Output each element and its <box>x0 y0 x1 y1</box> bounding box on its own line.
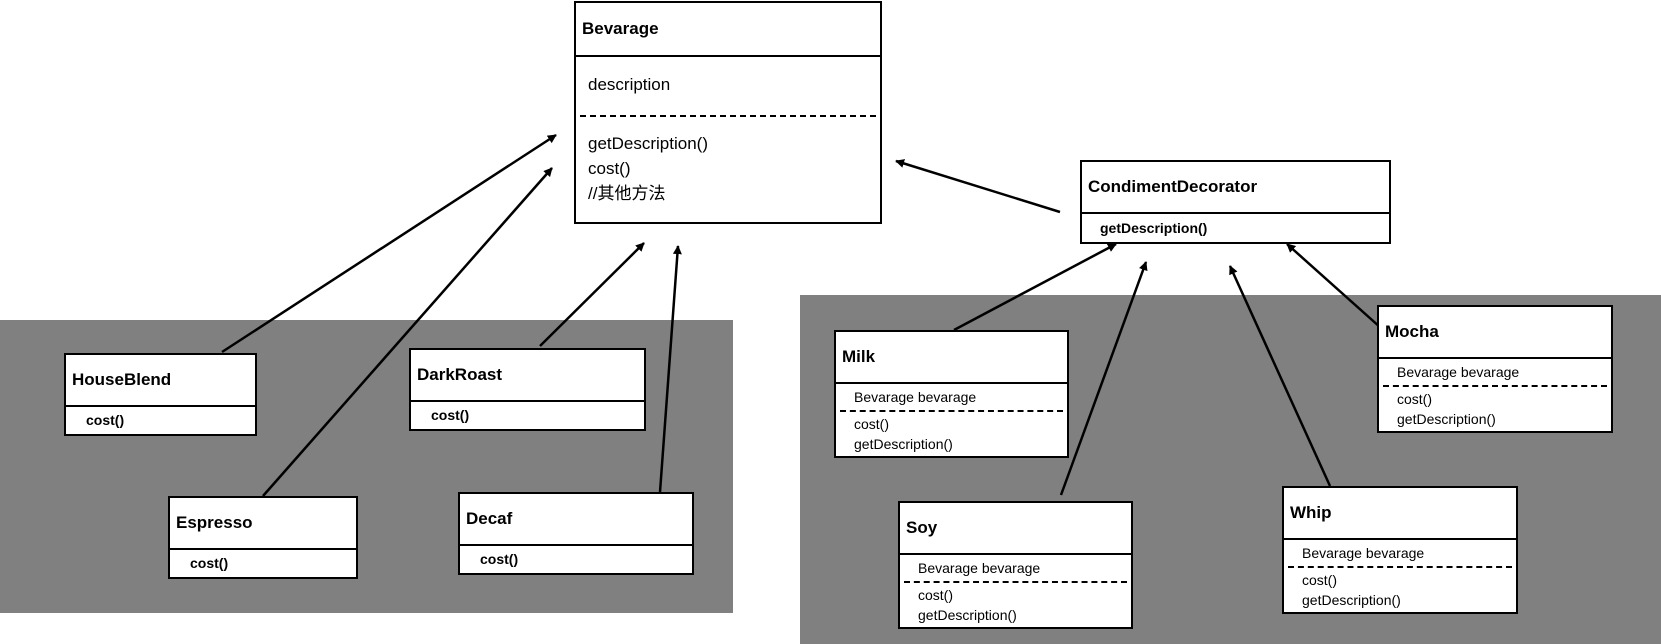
bevarage-class-name: Bevarage <box>576 3 880 57</box>
whip-method: cost() <box>1302 572 1337 588</box>
houseblend-method: cost() <box>86 412 125 428</box>
whip-method: getDescription() <box>1302 592 1401 608</box>
soy-divider <box>904 581 1127 583</box>
whip-class-name: Whip <box>1284 488 1516 540</box>
mocha-class: Mocha Bevarage bevarage cost() getDescri… <box>1377 305 1613 433</box>
arrow-espresso-to-bevarage <box>262 167 553 497</box>
bevarage-method: getDescription() <box>588 134 708 153</box>
decaf-method: cost() <box>480 551 519 567</box>
soy-class-name: Soy <box>900 503 1131 555</box>
milk-divider <box>840 410 1063 412</box>
milk-class: Milk Bevarage bevarage cost() getDescrip… <box>834 330 1069 458</box>
milk-class-name: Milk <box>836 332 1067 384</box>
condiment-decorator-class: CondimentDecorator getDescription() <box>1080 160 1391 244</box>
milk-field: Bevarage bevarage <box>854 389 977 405</box>
mocha-method: getDescription() <box>1397 411 1496 427</box>
espresso-method: cost() <box>190 555 229 571</box>
bevarage-methods: getDescription() cost() //其他方法 <box>576 117 880 206</box>
soy-method: getDescription() <box>918 607 1017 623</box>
arrow-milk-to-decorator <box>953 242 1117 332</box>
whip-divider <box>1288 566 1512 568</box>
bevarage-divider <box>580 115 876 117</box>
decaf-class: Decaf cost() <box>458 492 694 575</box>
houseblend-class: HouseBlend cost() <box>64 353 257 436</box>
soy-method: cost() <box>918 587 953 603</box>
milk-methods: cost() getDescription() <box>836 412 1067 454</box>
soy-methods: cost() getDescription() <box>900 583 1131 625</box>
arrow-darkroast-to-bevarage <box>539 242 645 347</box>
soy-field: Bevarage bevarage <box>918 560 1041 576</box>
milk-method: getDescription() <box>854 436 953 452</box>
darkroast-class-name: DarkRoast <box>411 350 644 402</box>
mocha-method: cost() <box>1397 391 1432 407</box>
decaf-class-name: Decaf <box>460 494 692 546</box>
darkroast-class: DarkRoast cost() <box>409 348 646 431</box>
whip-field: Bevarage bevarage <box>1302 545 1425 561</box>
arrow-soy-to-decorator <box>1059 261 1148 496</box>
whip-class: Whip Bevarage bevarage cost() getDescrip… <box>1282 486 1518 614</box>
houseblend-class-name: HouseBlend <box>66 355 255 407</box>
arrow-houseblend-to-bevarage <box>221 133 557 354</box>
whip-methods: cost() getDescription() <box>1284 568 1516 610</box>
espresso-class: Espresso cost() <box>168 496 358 579</box>
soy-class: Soy Bevarage bevarage cost() getDescript… <box>898 501 1133 629</box>
mocha-class-name: Mocha <box>1379 307 1611 359</box>
mocha-field: Bevarage bevarage <box>1397 364 1520 380</box>
arrow-decorator-to-bevarage <box>895 159 1061 214</box>
bevarage-method: cost() <box>588 159 631 178</box>
condiment-decorator-class-name: CondimentDecorator <box>1082 162 1389 214</box>
arrow-whip-to-decorator <box>1228 265 1332 487</box>
milk-method: cost() <box>854 416 889 432</box>
arrow-decaf-to-bevarage <box>658 245 682 493</box>
mocha-divider <box>1383 385 1607 387</box>
condiment-decorator-method: getDescription() <box>1100 220 1208 236</box>
bevarage-method: //其他方法 <box>588 184 666 203</box>
bevarage-field: description <box>588 75 671 94</box>
bevarage-class: Bevarage description getDescription() co… <box>574 1 882 224</box>
espresso-class-name: Espresso <box>170 498 356 550</box>
mocha-methods: cost() getDescription() <box>1379 387 1611 429</box>
arrow-mocha-to-decorator <box>1286 243 1382 329</box>
darkroast-method: cost() <box>431 407 470 423</box>
